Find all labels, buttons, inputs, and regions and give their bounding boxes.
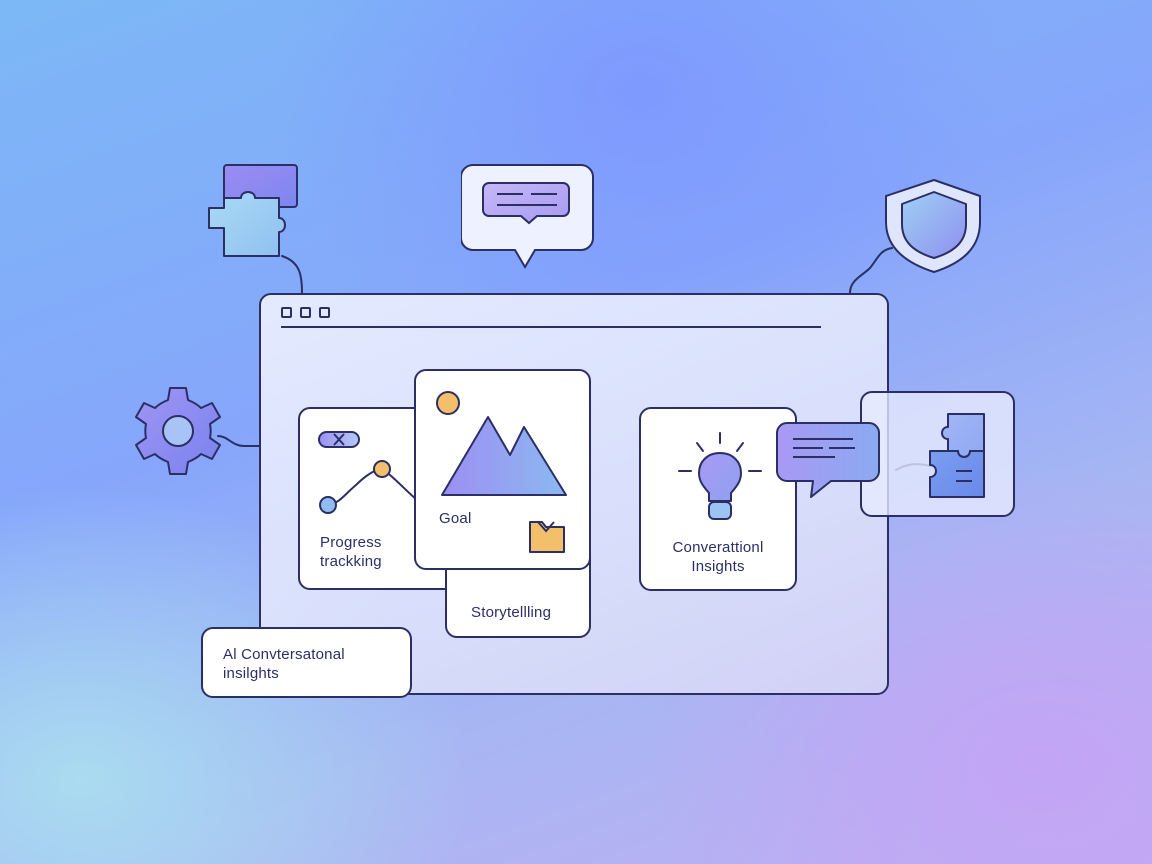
label-line: Converattionl [672,539,764,556]
label-line: Insights [691,558,745,575]
conversational-insights-card[interactable]: Converattionl Insights [639,407,797,591]
lightbulb-icon [678,432,762,520]
label-line: trackking [320,553,382,570]
label-line: Al Convtersatonal [223,646,345,663]
conversational-insights-label: Converattionl Insights [641,538,795,576]
label-line: insilghts [223,665,279,682]
storytelling-label: Storytellling [471,604,552,621]
banner-label: Al Convtersatonal insilghts [223,645,345,683]
goal-label: Goal [439,510,472,527]
label-line: Progress [320,534,382,551]
line-graph-icon [319,460,419,514]
chat-bubble-icon [776,422,880,498]
shield-icon [885,179,981,273]
window-control-dot[interactable] [300,307,311,318]
puzzle-icon [929,413,985,498]
progress-tracking-label: Progress trackking [320,533,382,571]
ai-conversational-insights-banner[interactable]: Al Convtersatonal insilghts [201,627,412,698]
mountain-image-icon [441,416,567,496]
address-bar [281,326,821,328]
chat-bubble-icon [461,164,594,269]
puzzle-icon [208,164,298,257]
toggle-pill-icon [318,431,360,448]
sun-dot-icon [436,391,460,415]
window-control-dot[interactable] [319,307,330,318]
folder-icon [529,521,565,553]
gear-icon [135,387,221,475]
puzzle-panel [860,391,1015,517]
window-control-dot[interactable] [281,307,292,318]
